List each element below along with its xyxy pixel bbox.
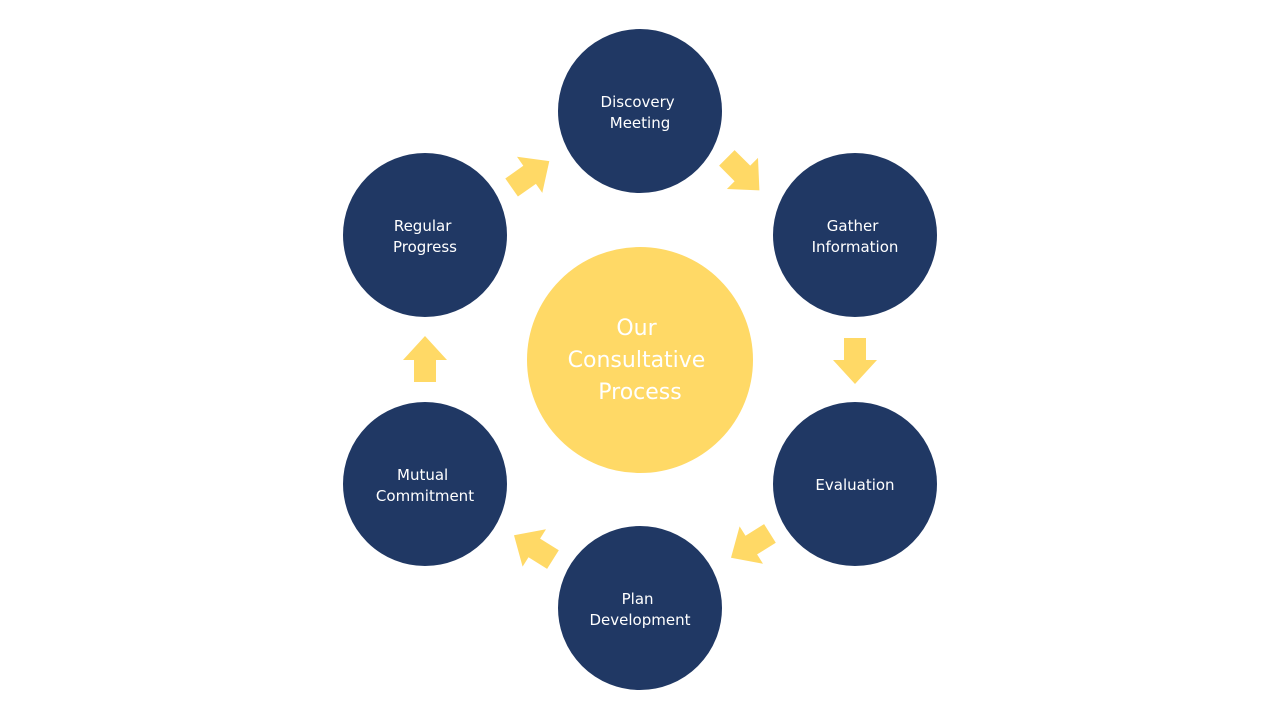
step-circle <box>556 27 724 195</box>
center-label-line-3: Process <box>598 380 681 405</box>
step-node-regular-progress: Regular Progress <box>341 151 509 319</box>
step-label-line-2: Meeting <box>610 114 670 132</box>
step-circle <box>556 524 724 692</box>
step-label: Mutual Commitment <box>376 466 474 505</box>
step-label: Regular Progress <box>393 217 457 256</box>
step-label-line-1: Mutual <box>397 466 448 484</box>
arrow-regular-to-discovery <box>505 156 550 197</box>
arrow-mutual-to-regular <box>403 336 447 382</box>
step-circle <box>771 151 939 319</box>
step-circle <box>341 400 509 568</box>
step-circle <box>771 400 939 568</box>
arrow-discovery-to-gather <box>719 150 760 191</box>
step-node-discovery-meeting: Discovery Meeting <box>556 27 724 195</box>
center-label-line-1: Our <box>616 316 657 341</box>
center-node: Our Consultative Process <box>525 245 755 475</box>
cycle-arrows <box>403 150 877 569</box>
arrow-evaluation-to-plan <box>731 524 776 564</box>
step-label: Plan Development <box>590 590 691 629</box>
center-label: Our Consultative Process <box>568 316 713 405</box>
step-node-mutual-commitment: Mutual Commitment <box>341 400 509 568</box>
center-label-line-2: Consultative <box>568 348 706 373</box>
step-node-gather-information: Gather Information <box>771 151 939 319</box>
step-node-evaluation: Evaluation <box>771 400 939 568</box>
step-label: Evaluation <box>815 476 894 494</box>
center-circle <box>525 245 755 475</box>
step-label-line-1: Regular <box>394 217 452 235</box>
step-label-line-2: Progress <box>393 238 457 256</box>
step-label-line-1: Plan <box>622 590 654 608</box>
arrow-plan-to-mutual <box>514 529 559 569</box>
step-label-line-1: Gather <box>827 217 879 235</box>
step-label-line-1: Evaluation <box>815 476 894 494</box>
step-label-line-2: Information <box>812 238 899 256</box>
step-label-line-2: Commitment <box>376 487 474 505</box>
step-label-line-2: Development <box>590 611 691 629</box>
step-node-plan-development: Plan Development <box>556 524 724 692</box>
step-circle <box>341 151 509 319</box>
arrow-gather-to-evaluation <box>833 338 877 384</box>
step-label-line-1: Discovery <box>601 93 675 111</box>
step-label: Gather Information <box>812 217 899 256</box>
step-label: Discovery Meeting <box>601 93 680 132</box>
